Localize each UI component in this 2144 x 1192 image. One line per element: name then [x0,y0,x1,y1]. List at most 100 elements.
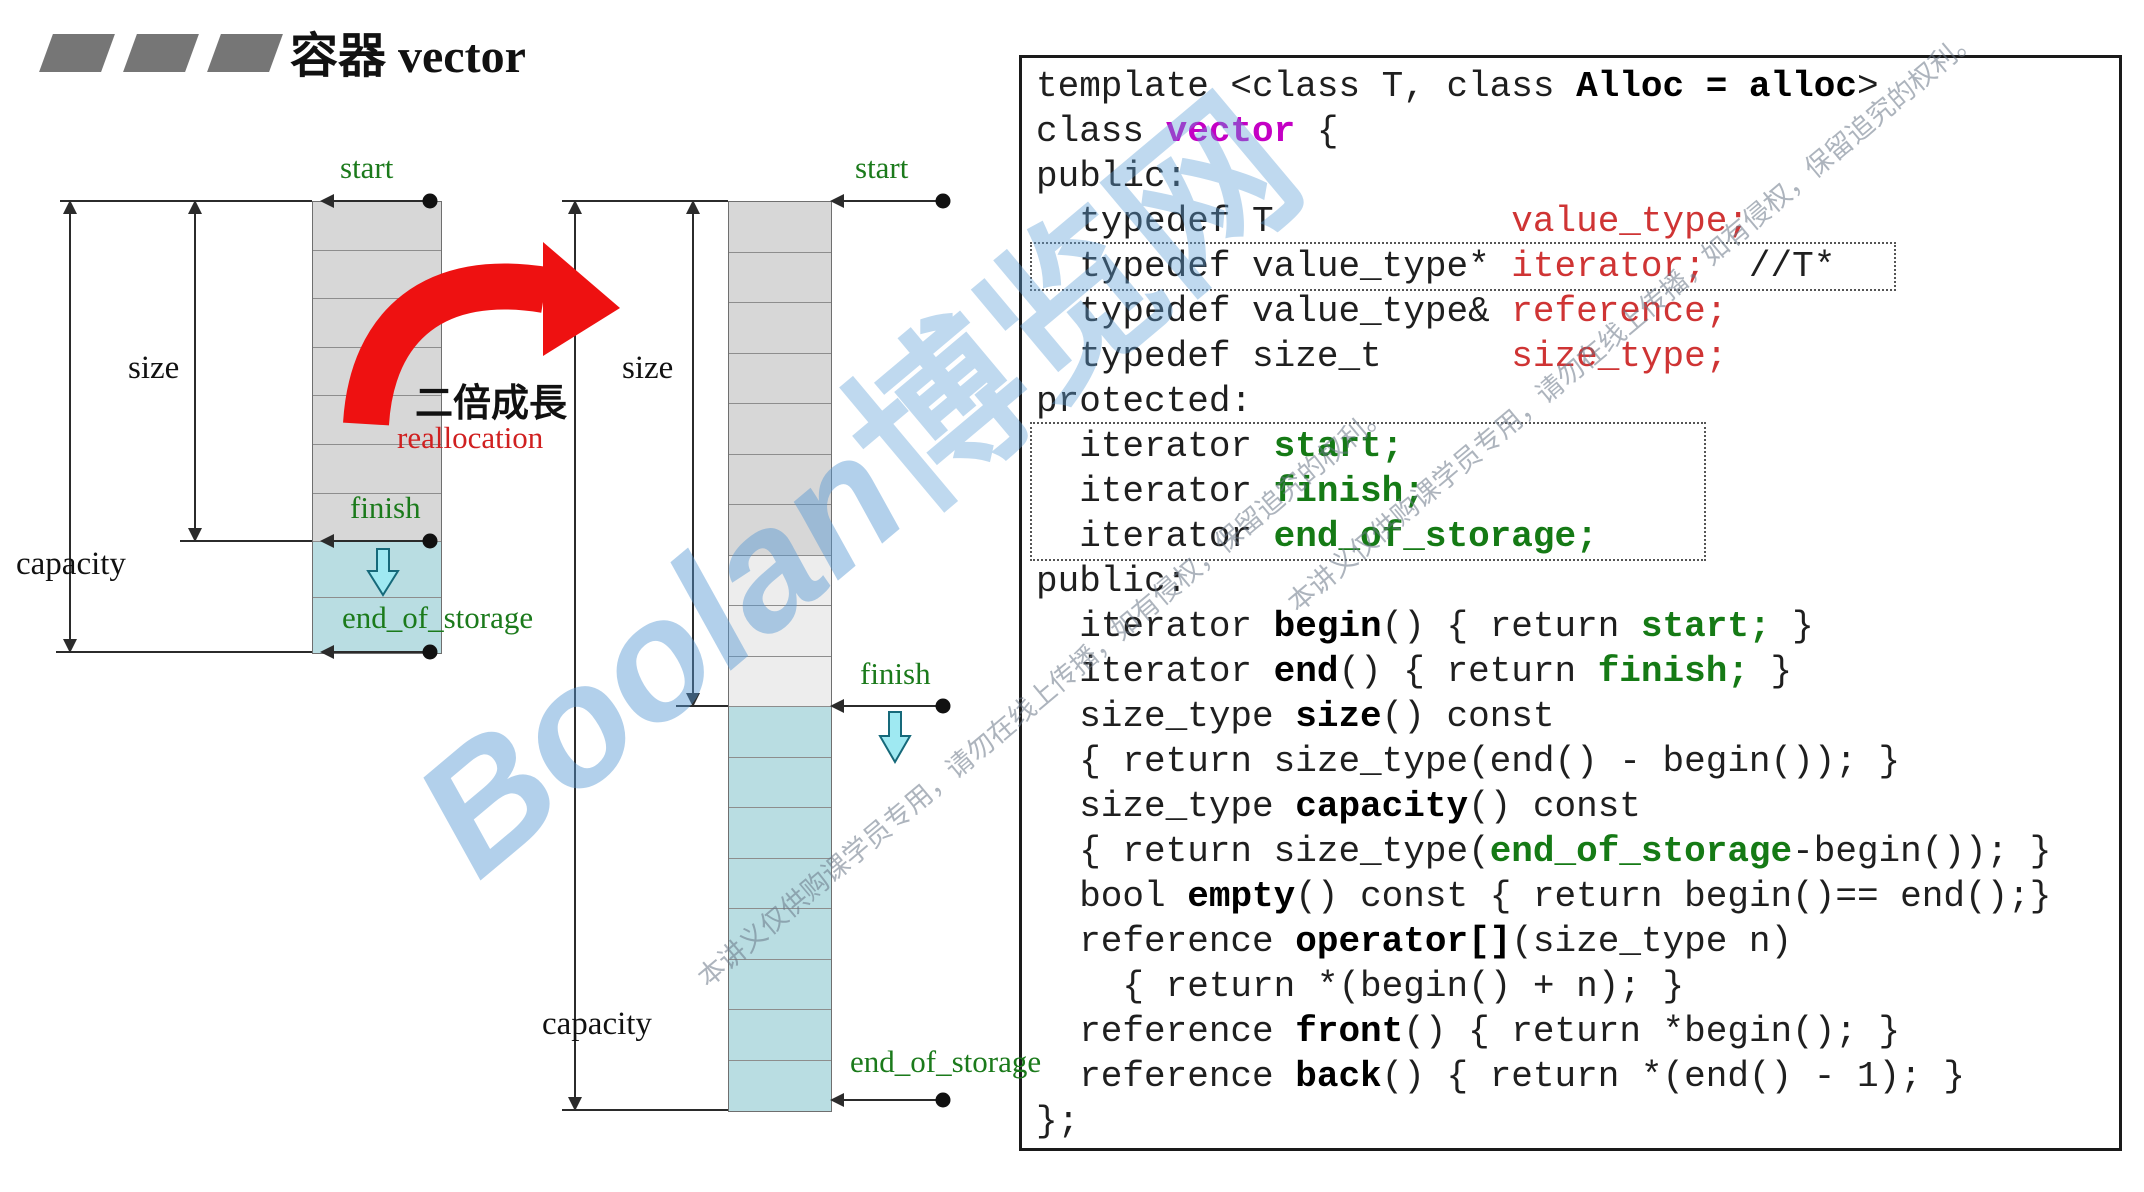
watermark-brand-en: Boolan [380,400,938,911]
vector-cell [313,444,441,494]
code-panel: template <class T, class Alloc = alloc>c… [1019,55,2122,1151]
pointer-dots [422,193,951,1108]
vector-cell [729,555,831,606]
code-line: public: [1036,154,2105,199]
code-token: empty [1187,876,1296,917]
code-token: () { return *(end() - 1); } [1381,1056,1965,1097]
code-token: iterator [1036,651,1274,692]
code-token: size_type [1036,696,1296,737]
code-token: reference; [1511,291,1728,332]
code-token: size [1295,696,1382,737]
page-title: 容器 vector [290,30,526,83]
code-line: typedef value_type* iterator; //T* [1036,244,1894,289]
code-line: template <class T, class Alloc = alloc> [1036,64,2105,109]
vector-cell [729,454,831,505]
code-token: typedef T [1036,201,1512,242]
code-token: } [1748,651,1793,692]
code-line: typedef T value_type; [1036,199,2105,244]
code-token: iterator [1036,606,1274,647]
vector-cell [729,252,831,303]
vector-cell [729,858,831,909]
code-token: end_of_storage; [1273,516,1598,557]
code-token: value_type; [1511,201,1749,242]
code-token: () { return *begin(); } [1403,1011,1901,1052]
vector-cell [313,597,441,654]
code-token: reference [1036,921,1296,962]
code-token: start; [1273,426,1404,467]
vector-cell [313,250,441,300]
code-line: class vector { [1036,109,2105,154]
capacity-label-2: capacity [542,1006,652,1042]
code-token: (size_type n) [1511,921,1793,962]
code-token: { return size_type( [1036,831,1490,872]
code-token: > [1856,66,1879,107]
code-token: operator[] [1295,921,1512,962]
code-line: size_type capacity() const [1036,784,2105,829]
code-token: iterator; [1511,246,1706,287]
code-token: size_type; [1511,336,1728,377]
code-highlight-box: iterator start; iterator finish; iterato… [1030,422,1706,561]
finish-label-2: finish [860,656,931,691]
code-line: { return size_type(end() - begin()); } [1036,739,2105,784]
code-line: reference front() { return *begin(); } [1036,1009,2105,1054]
capacity-label-1: capacity [16,546,126,582]
vector-cell [313,202,441,251]
vector-cell [729,656,831,707]
vector-cell [313,347,441,397]
bullet-decoration [39,34,298,77]
code-token: front [1295,1011,1404,1052]
code-token: iterator [1036,426,1274,467]
bullet-icon [123,34,199,72]
code-token: finish; [1273,471,1425,512]
size-label-1: size [128,350,180,386]
vector-cell [313,542,441,598]
code-token: { return size_type(end() - begin()); } [1036,741,1901,782]
code-token: { return *(begin() + n); } [1036,966,1685,1007]
bullet-icon [207,34,283,72]
code-token: finish; [1597,651,1749,692]
vector-cell [729,404,831,455]
code-line: iterator begin() { return start; } [1036,604,2105,649]
code-token: size_type [1036,786,1296,827]
code-content: template <class T, class Alloc = alloc>c… [1030,64,2105,1144]
code-token: template <class T, class [1036,66,1577,107]
vector-cell [729,606,831,657]
code-token: typedef value_type& [1036,291,1512,332]
code-token: () const { return begin()== end();} [1295,876,2052,917]
size-label-2: size [622,350,674,386]
code-token: back [1295,1056,1382,1097]
code-token: class [1036,111,1166,152]
vector-cell [313,493,441,543]
vector-cell [313,299,441,348]
code-token: -begin()); } [1792,831,2052,872]
code-line: typedef value_type& reference; [1036,289,2105,334]
code-token: public: [1036,561,1188,602]
code-token: capacity [1295,786,1469,827]
code-line: bool empty() const { return begin()== en… [1036,874,2105,919]
code-token: reference [1036,1011,1296,1052]
code-token: //T* [1705,246,1836,287]
code-token: protected: [1036,381,1253,422]
vector-grown-column [728,201,832,1112]
code-line: iterator end() { return finish; } [1036,649,2105,694]
code-token: () const [1468,786,1641,827]
code-token: typedef size_t [1036,336,1512,377]
code-token: }; [1036,1101,1080,1142]
code-token: end_of_storage [1489,831,1793,872]
vector-cell [729,707,831,758]
code-token: () { return [1381,606,1641,647]
start-label-1: start [340,150,394,185]
vector-cell [729,909,831,960]
code-token: end [1273,651,1339,692]
vector-small-column [312,201,442,655]
code-line: typedef size_t size_type; [1036,334,2105,379]
code-line: { return *(begin() + n); } [1036,964,2105,1009]
vector-cell [729,1060,831,1111]
end-of-storage-label-2: end_of_storage [850,1044,1042,1079]
vector-cell [729,1010,831,1061]
vector-cell [729,505,831,556]
code-token: iterator [1036,471,1274,512]
code-line: public: [1036,559,2105,604]
code-token: public: [1036,156,1188,197]
